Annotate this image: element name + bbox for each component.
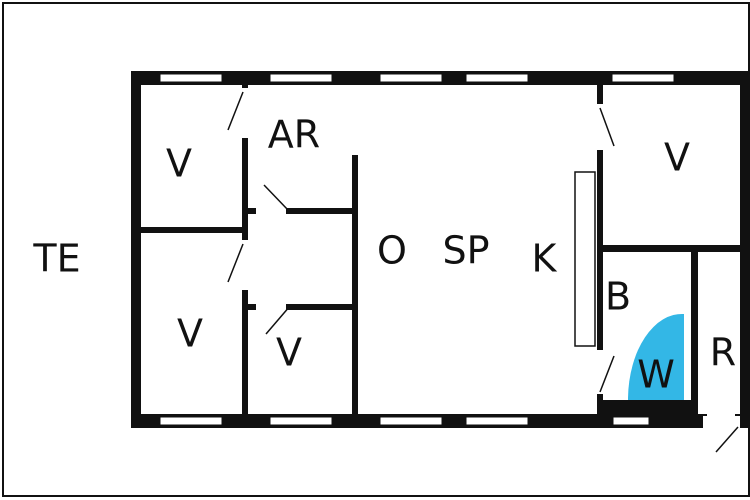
wall-left-horizontal: [141, 227, 242, 233]
door-gap-utility: [707, 413, 735, 427]
wall-right-horizontal: [603, 245, 740, 252]
label-bedroom-bottom-left: V: [177, 312, 203, 356]
label-utility: R: [710, 331, 736, 375]
door-gap-bathroom: [596, 350, 604, 394]
label-bathroom: B: [605, 275, 631, 319]
door-gap-small-bedroom: [256, 303, 286, 311]
wall-right-vertical: [597, 85, 603, 414]
label-bedroom-small: V: [276, 331, 302, 375]
label-terrace: TE: [32, 237, 80, 281]
label-storage: AR: [268, 113, 320, 157]
label-sleep-area: SP: [442, 229, 489, 273]
wall-storage-vertical: [352, 155, 358, 414]
window: [159, 416, 223, 426]
label-kitchen: K: [532, 237, 558, 281]
door-gap-bedroom-top-left: [241, 88, 249, 138]
window: [611, 73, 675, 83]
wall-small-room-top: [248, 304, 352, 310]
window: [159, 73, 223, 83]
windows-bottom: [159, 416, 650, 426]
wellness-area: [628, 313, 684, 400]
door-gap-bedroom-top-right: [596, 104, 604, 150]
label-bedroom-top-left: V: [166, 142, 192, 186]
window: [269, 73, 333, 83]
outer-wall-right: [740, 71, 750, 428]
outer-wall-left: [131, 71, 141, 428]
window: [465, 73, 529, 83]
door-gap-bedroom-bottom-left: [241, 240, 249, 290]
window: [465, 416, 529, 426]
door-openings: [241, 88, 735, 427]
wall-bath-bottom: [603, 400, 691, 414]
label-bedroom-top-right: V: [664, 136, 690, 180]
window: [269, 416, 333, 426]
door-swings: [227, 91, 739, 453]
wall-bath-right: [691, 252, 698, 414]
window: [379, 416, 443, 426]
label-wellness: W: [637, 353, 675, 397]
label-living: O: [377, 229, 407, 273]
wall-storage-bottom: [248, 208, 352, 214]
windows-top: [159, 73, 675, 83]
door-gap-storage: [256, 207, 286, 215]
kitchen-counter: [574, 171, 596, 347]
window: [379, 73, 443, 83]
window: [612, 416, 650, 426]
